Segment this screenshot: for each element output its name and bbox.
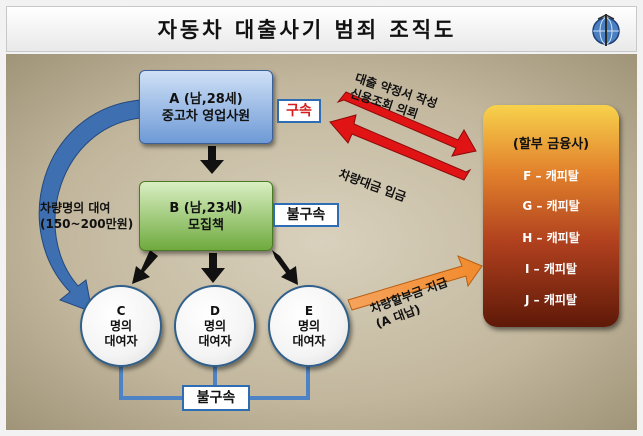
lender-c-label1: 명의 xyxy=(109,319,133,333)
b-to-e-arrow xyxy=(272,250,298,285)
finance-item: I – 캐피탈 xyxy=(525,262,577,276)
no-arrest-badge-lenders: 불구속 xyxy=(182,385,250,411)
suspect-a-id: A (남,28세) xyxy=(169,92,243,107)
page-title: 자동차 대출사기 범죄 조직도 xyxy=(157,18,457,42)
lender-e-circle: E 명의 대여자 xyxy=(268,285,350,367)
suspect-a-role: 중고차 영업사원 xyxy=(161,109,251,124)
finance-item: F – 캐피탈 xyxy=(523,169,579,183)
lender-c-label2: 대여자 xyxy=(104,334,138,348)
arrest-badge: 구속 xyxy=(277,99,321,123)
lender-c-id: C xyxy=(116,304,126,318)
lend-note: 차량명의 대여 (150~200만원) xyxy=(40,200,150,232)
lender-e-id: E xyxy=(304,304,314,318)
deposit-arrow xyxy=(329,114,472,181)
lend-note-line2: (150~200만원) xyxy=(40,217,134,231)
interpol-globe-icon xyxy=(592,14,620,46)
suspect-a-box: A (남,28세) 중고차 영업사원 xyxy=(139,70,273,144)
lender-e-label2: 대여자 xyxy=(292,334,326,348)
title-bar: 자동차 대출사기 범죄 조직도 xyxy=(6,6,637,52)
lender-c-circle: C 명의 대여자 xyxy=(80,285,162,367)
lender-e-label1: 명의 xyxy=(297,319,321,333)
a-to-b-arrow xyxy=(200,146,224,174)
finance-title: (할부 금융사) xyxy=(512,137,590,152)
finance-item: G – 캐피탈 xyxy=(522,199,580,213)
finance-companies-box: (할부 금융사) F – 캐피탈 G – 캐피탈 H – 캐피탈 I – 캐피탈… xyxy=(483,105,619,327)
finance-item: H – 캐피탈 xyxy=(522,231,580,245)
suspect-b-role: 모집책 xyxy=(188,218,224,233)
lender-d-label2: 대여자 xyxy=(198,334,232,348)
lender-d-circle: D 명의 대여자 xyxy=(174,285,256,367)
lend-note-line1: 차량명의 대여 xyxy=(40,201,111,215)
suspect-b-box: B (남,23세) 모집책 xyxy=(139,181,273,251)
b-to-d-arrow xyxy=(201,253,225,283)
contract-arrow xyxy=(336,91,477,157)
suspect-b-id: B (남,23세) xyxy=(169,201,243,216)
lender-d-label1: 명의 xyxy=(203,319,227,333)
lender-d-id: D xyxy=(210,304,220,318)
no-arrest-badge-b: 불구속 xyxy=(273,203,339,227)
b-to-c-arrow xyxy=(132,250,158,284)
payment-arrow xyxy=(347,255,483,311)
finance-item: J – 캐피탈 xyxy=(525,293,577,307)
